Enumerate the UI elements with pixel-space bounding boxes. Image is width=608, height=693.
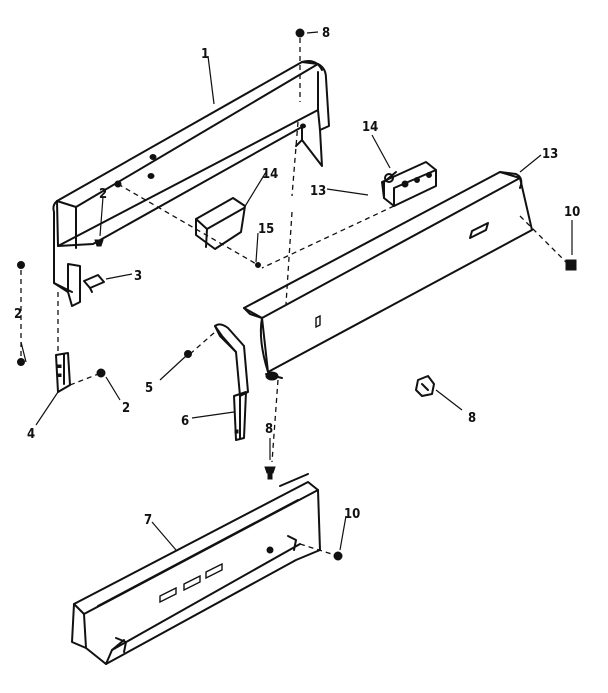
callout-8-top: 8 bbox=[322, 26, 330, 41]
callout-8-lower: 10 bbox=[344, 507, 360, 522]
callout-2-right: 2 bbox=[122, 401, 130, 416]
callout-5: 5 bbox=[145, 381, 153, 396]
screw-5 bbox=[184, 350, 192, 358]
part-4-hinge-bracket bbox=[55, 352, 71, 393]
part-3-clip bbox=[83, 274, 105, 293]
callout-3: 3 bbox=[134, 269, 142, 284]
part-9-clip bbox=[415, 375, 435, 397]
callout-2-left: 2 bbox=[14, 307, 22, 322]
callout-8-middle: 8 bbox=[265, 422, 273, 437]
part-11-control-panel bbox=[243, 171, 533, 381]
part-1-backguard-panel bbox=[52, 60, 330, 307]
screw-10 bbox=[565, 259, 577, 271]
part-12-switch-module bbox=[381, 161, 437, 207]
leader-lines bbox=[20, 31, 573, 551]
callout-11: 13 bbox=[542, 147, 558, 162]
callout-1: 1 bbox=[201, 47, 209, 62]
callout-10: 10 bbox=[564, 205, 580, 220]
callout-14: 14 bbox=[262, 167, 278, 182]
screw-2-right bbox=[96, 368, 106, 378]
callout-8-right: 8 bbox=[468, 411, 476, 426]
screw-2-left-top bbox=[17, 261, 25, 269]
callout-12: 14 bbox=[362, 120, 378, 135]
screw-8-middle bbox=[264, 466, 276, 480]
callout-6: 6 bbox=[181, 414, 189, 429]
screw-2-upper bbox=[94, 239, 104, 247]
callout-4: 4 bbox=[27, 427, 35, 442]
callout-7: 7 bbox=[144, 513, 152, 528]
screw-8-top bbox=[295, 28, 305, 38]
callout-15: 15 bbox=[258, 222, 274, 237]
part-6-hinge-arm bbox=[214, 323, 249, 441]
assembly-lines bbox=[20, 38, 567, 557]
callout-13: 13 bbox=[310, 184, 326, 199]
callout-2-upper: 2 bbox=[99, 187, 107, 202]
screw-15 bbox=[255, 262, 261, 268]
screw-2-left-bottom bbox=[17, 358, 25, 366]
part-14-bracket bbox=[195, 197, 246, 250]
callout-labels: 8 1 14 13 15 13 2 3 2 5 2 4 6 8 11 7 10 bbox=[14, 26, 558, 528]
part-7-lower-trim-panel bbox=[71, 473, 321, 665]
